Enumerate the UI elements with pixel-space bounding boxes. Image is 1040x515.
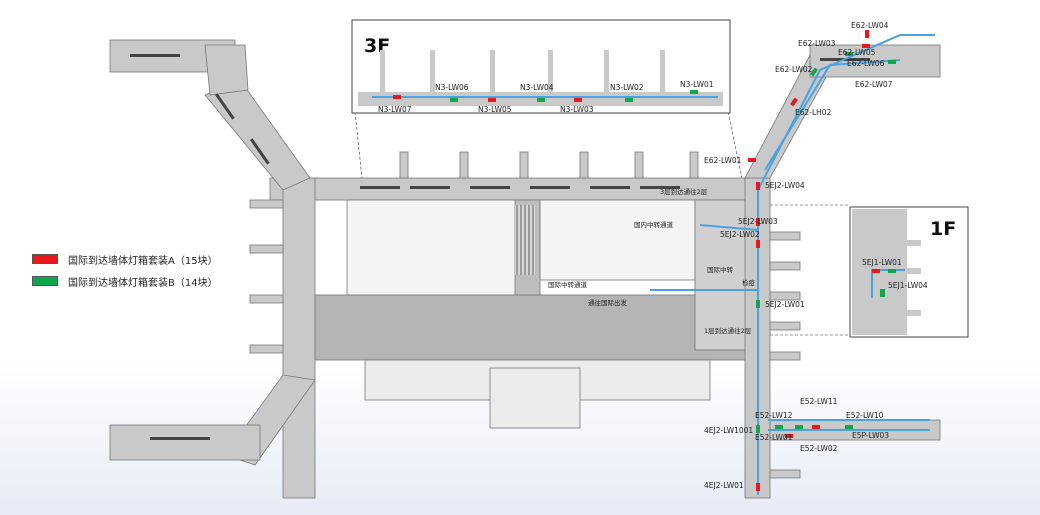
label-e62-lw05: E62-LW05	[838, 48, 876, 57]
arrival-routes	[650, 34, 935, 495]
legend-item-type-a: 国际到达墙体灯箱套装A（15块）	[32, 248, 218, 270]
label-n3-lw04: N3-LW04	[520, 83, 554, 92]
label-e62-lw01: E62-LW01	[704, 156, 742, 165]
terminal-building	[109, 39, 941, 499]
note-domestic-transfer: 国内中转通道	[634, 220, 674, 229]
label-4ej2-lw1001: 4EJ2-LW1001	[704, 426, 753, 435]
inset-3f: 3F N3-LW07 N3-LW06 N3-LW05 N3-LW04 N3-LW…	[351, 19, 743, 179]
label-5ej2-lw04: 5EJ2-LW04	[765, 181, 805, 190]
legend: 国际到达墙体灯箱套装A（15块） 国际到达墙体灯箱套装B（14块）	[32, 248, 218, 292]
legend-label-type-b: 国际到达墙体灯箱套装B（14块）	[68, 277, 218, 289]
label-e52-lw02: E52-LW02	[800, 444, 838, 453]
label-e52-lw11: E52-LW11	[800, 397, 838, 406]
label-n3-lw07: N3-LW07	[378, 105, 412, 114]
label-5ej2-lw03: 5EJ2-LW03	[738, 217, 778, 226]
legend-label-type-a: 国际到达墙体灯箱套装A（15块）	[68, 255, 218, 267]
legend-item-type-b: 国际到达墙体灯箱套装B（14块）	[32, 270, 218, 292]
label-e5p-lw03: E5P-LW03	[852, 431, 889, 440]
label-n3-lw01: N3-LW01	[680, 80, 714, 89]
label-5ej1-lw04: 5EJ1-LW04	[888, 281, 928, 290]
label-e62-lh02: E62-LH02	[795, 108, 832, 117]
note-1f-to-2f: 1层到达通往2层	[704, 326, 752, 335]
note-quarantine: 检疫	[742, 278, 756, 287]
label-n3-lw03: N3-LW03	[560, 105, 594, 114]
label-e62-lw02: E62-LW02	[775, 65, 813, 74]
inset-1f: 1F 5EJ1-LW01 5EJ1-LW04	[770, 204, 969, 338]
note-to-intl-departure: 通往国际出发	[588, 298, 628, 307]
legend-swatch-red	[32, 254, 58, 264]
label-e62-lw06: E62-LW06	[847, 59, 885, 68]
label-e62-lw03: E62-LW03	[798, 39, 836, 48]
note-intl-transfer-vertical: 国际中转	[707, 265, 734, 274]
label-e62-lw07: E62-LW07	[855, 80, 893, 89]
note-intl-transfer: 国际中转通道	[548, 280, 588, 289]
label-5ej2-lw01: 5EJ2-LW01	[765, 300, 805, 309]
label-5ej2-lw02: 5EJ2-LW02	[720, 230, 760, 239]
label-n3-lw02: N3-LW02	[610, 83, 644, 92]
light-box-markers	[748, 30, 896, 491]
gate-stripes	[515, 205, 535, 275]
map-labels: E62-LW04 E62-LW03 E62-LW05 E62-LW02 E62-…	[548, 21, 893, 490]
inset-1f-title: 1F	[930, 218, 956, 240]
label-n3-lw06: N3-LW06	[435, 83, 469, 92]
label-n3-lw05: N3-LW05	[478, 105, 512, 114]
inset-3f-title: 3F	[364, 35, 390, 57]
label-e52-lw01: E52-LW01	[755, 433, 793, 442]
label-e62-lw04: E62-LW04	[851, 21, 889, 30]
label-e52-lw12: E52-LW12	[755, 411, 793, 420]
note-3f-to-2f: 3层到达通往2层	[660, 187, 708, 196]
label-5ej1-lw01: 5EJ1-LW01	[862, 258, 902, 267]
label-e52-lw10: E52-LW10	[846, 411, 884, 420]
legend-swatch-green	[32, 276, 58, 286]
label-4ej2-lw01: 4EJ2-LW01	[704, 481, 744, 490]
